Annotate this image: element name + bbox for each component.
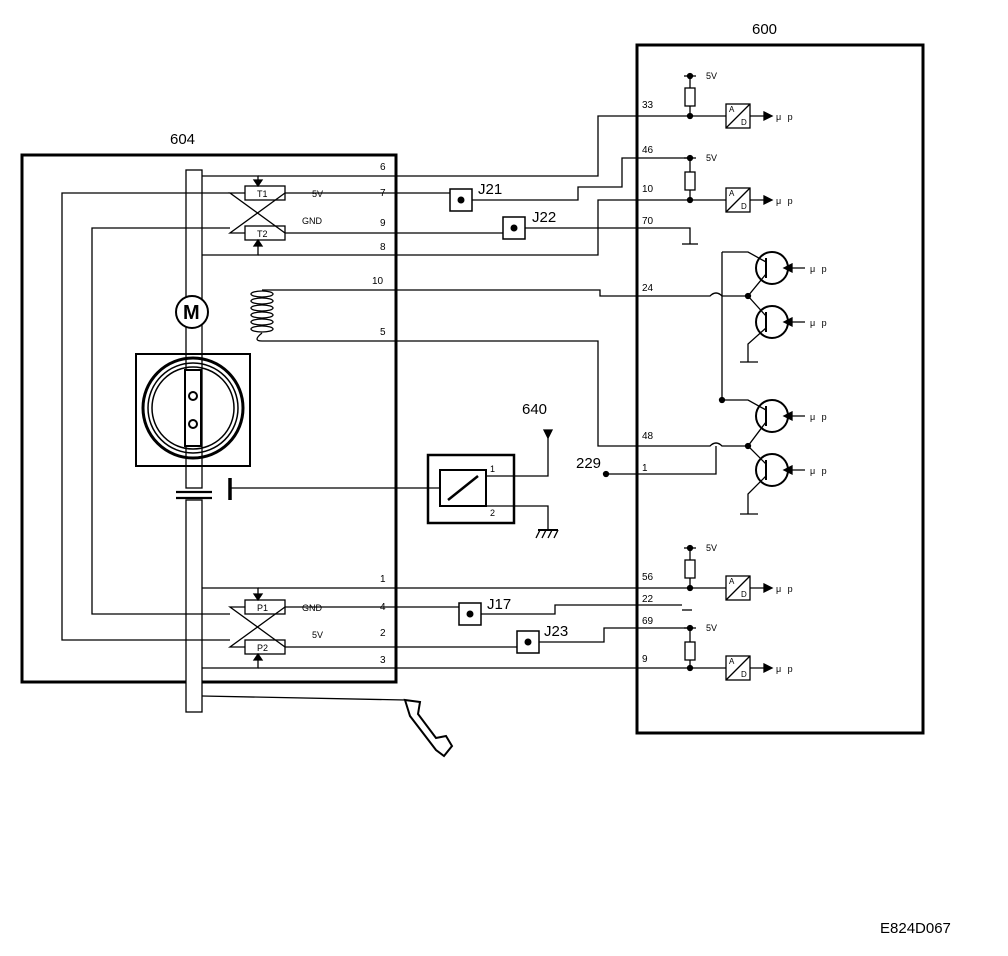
- adc1-a: A: [729, 105, 735, 114]
- right-pin-33: 33: [642, 100, 654, 111]
- supply-5v-1: 5V: [706, 71, 717, 81]
- mcu-label-1: μ p: [776, 112, 795, 122]
- relay-pin-1: 1: [490, 464, 495, 474]
- mcu-label-5: μ p: [810, 412, 829, 422]
- right-pin-69: 69: [642, 616, 654, 627]
- j22-label: J22: [532, 209, 556, 226]
- mcu-label-3: μ p: [810, 264, 829, 274]
- j17-label: J17: [487, 596, 511, 613]
- right-pin-24: 24: [642, 283, 654, 294]
- t2-gnd-label: GND: [302, 216, 323, 226]
- j23-label: J23: [544, 623, 568, 640]
- supply-5v-2: 5V: [706, 153, 717, 163]
- t2-label: T2: [257, 229, 268, 239]
- relay-box: [426, 453, 516, 525]
- mcu-label-7: μ p: [776, 584, 795, 594]
- left-pin-2: 2: [380, 628, 386, 639]
- figure-id: E824D067: [880, 920, 951, 937]
- right-pin-56: 56: [642, 572, 654, 583]
- throttle-body: [135, 353, 251, 467]
- j21-label: J21: [478, 181, 502, 198]
- node-229-label: 229: [576, 455, 601, 472]
- left-pin-6: 6: [380, 162, 386, 173]
- p2-label: P2: [257, 643, 268, 653]
- right-pin-22: 22: [642, 594, 654, 605]
- right-pin-46: 46: [642, 145, 654, 156]
- module-604-box: [20, 153, 398, 684]
- mcu-label-8: μ p: [776, 664, 795, 674]
- right-pin-1: 1: [642, 463, 648, 474]
- node-640-label: 640: [522, 401, 547, 418]
- relay-pin-2: 2: [490, 508, 495, 518]
- adc4-d: D: [741, 670, 747, 679]
- left-pin-5: 5: [380, 327, 386, 338]
- left-pin-7: 7: [380, 188, 386, 199]
- throttle-shaft-lower: [185, 499, 203, 713]
- supply-5v-4: 5V: [706, 623, 717, 633]
- left-pin-8: 8: [380, 242, 386, 253]
- left-pin-10: 10: [372, 276, 384, 287]
- accelerator-pedal: [403, 698, 454, 758]
- supply-5v-3: 5V: [706, 543, 717, 553]
- adc3-a: A: [729, 577, 735, 586]
- left-pin-9: 9: [380, 218, 386, 229]
- right-pin-10: 10: [642, 184, 654, 195]
- mcu-label-6: μ p: [810, 466, 829, 476]
- mcu-label-4: μ p: [810, 318, 829, 328]
- left-pin-4: 4: [380, 602, 386, 613]
- motor-symbol: [175, 295, 209, 329]
- t1-5v-label: 5V: [312, 189, 323, 199]
- right-pin-48: 48: [642, 431, 654, 442]
- p1-label: P1: [257, 603, 268, 613]
- adc2-d: D: [741, 202, 747, 211]
- left-pin-1: 1: [380, 574, 386, 585]
- adc2-a: A: [729, 189, 735, 198]
- right-pin-9: 9: [642, 654, 648, 665]
- right-pin-70: 70: [642, 216, 654, 227]
- motor-label: M: [183, 302, 200, 324]
- p2-5v-label: 5V: [312, 630, 323, 640]
- module-600-box: [635, 43, 925, 735]
- module-604-label: 604: [170, 131, 195, 148]
- adc4-a: A: [729, 657, 735, 666]
- t1-label: T1: [257, 189, 268, 199]
- left-pin-3: 3: [380, 655, 386, 666]
- p1-gnd-label: GND: [302, 603, 323, 613]
- mcu-label-2: μ p: [776, 196, 795, 206]
- adc3-d: D: [741, 590, 747, 599]
- module-600-label: 600: [752, 21, 777, 38]
- adc1-d: D: [741, 118, 747, 127]
- throttle-plate-outer: [141, 356, 245, 460]
